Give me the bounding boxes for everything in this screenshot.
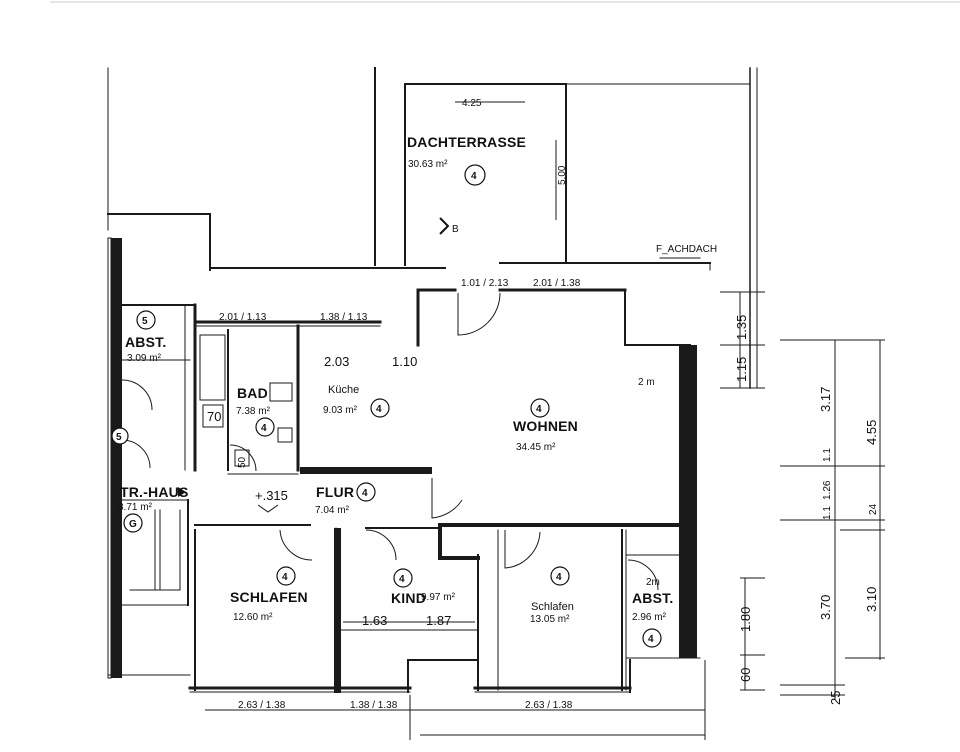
dim-370: 3.70 [818, 595, 833, 620]
level-circle-icon [276, 566, 296, 586]
room-level-kueche: 4 [376, 404, 382, 415]
room-level-bad: 4 [261, 423, 267, 434]
room-area-abst-left: 3.09 m² [127, 353, 162, 364]
room-name-dachterrasse: DACHTERRASSE [407, 134, 526, 150]
room-area-dachterrasse: 30.63 m² [408, 159, 448, 170]
dim-101-213: 1.01 / 2.13 [461, 278, 509, 289]
dim-126: 1.26 [822, 480, 833, 500]
room-area-schlafen-left: 12.60 m² [233, 612, 273, 623]
dim-180: 1.80 [738, 607, 753, 632]
room-name-kueche: Küche [328, 384, 359, 396]
level-circle-icon [136, 310, 156, 330]
room-name-abst-left: ABST. [125, 334, 166, 350]
room-name-abst-right: ABST. [632, 590, 673, 606]
dim-201-138-top: 2.01 / 1.38 [533, 278, 581, 289]
label-2m-wohnen: 2 m [638, 377, 655, 388]
dim-135: 1.35 [734, 315, 749, 340]
room-area-schlafen-right: 13.05 m² [530, 614, 570, 625]
walls [107, 67, 758, 693]
room-area-abst-right: 2.96 m² [632, 612, 667, 623]
room-level-abst-left: 5 [142, 316, 148, 327]
room-name-bad: BAD [237, 385, 268, 401]
room-name-schlafen-left: SCHLAFEN [230, 589, 308, 605]
room-area-kueche: 9.03 m² [323, 405, 358, 416]
room-level-flur: 4 [362, 488, 368, 499]
dim-455: 4.55 [864, 420, 879, 445]
room-area-bad: 7.38 m² [236, 406, 271, 417]
dim-163: 1.63 [362, 613, 387, 628]
dim-60: 60 [738, 668, 753, 682]
dim-25: 25 [828, 691, 843, 705]
room-area-flur: 7.04 m² [315, 505, 350, 516]
dim-115c: 1.1 [822, 506, 833, 520]
door-swings [121, 292, 659, 591]
dim-138-113: 1.38 / 1.13 [320, 312, 368, 323]
arrow-right-icon [178, 487, 186, 497]
room-level-abst-right: 4 [648, 634, 654, 645]
dim-70: 70 [207, 409, 221, 424]
room-level-treppenhaus: G [129, 519, 137, 530]
room-level2-treppenhaus: 5 [116, 432, 122, 443]
room-area-kind: 9.97 m² [421, 592, 456, 603]
dim-50: 50 [237, 456, 248, 468]
level-circle-icon [255, 417, 275, 437]
dim-24: 24 [868, 503, 879, 515]
level-circle-icon [356, 482, 376, 502]
room-level-wohnen: 4 [536, 404, 542, 415]
dim-263-138-right: 2.63 / 1.38 [525, 700, 573, 711]
dimension-lines [205, 101, 885, 740]
room-name-treppenhaus: TR.-HAUS [120, 484, 188, 500]
bath-fixtures [199, 334, 293, 467]
level-circle-icon [393, 568, 413, 588]
level-circle-icon [370, 398, 390, 418]
room-area-treppenhaus: 3.71 m² [118, 502, 153, 513]
label-2m-abst: 2m [646, 577, 660, 588]
dim-115: 1.15 [734, 357, 749, 382]
room-level-schlafen-left: 4 [282, 572, 288, 583]
flachdach-label: F_ACHDACH [656, 244, 717, 255]
dim-115b: 1.1 [822, 448, 833, 462]
level-circle-icon [123, 513, 143, 533]
dim-201-113: 2.01 / 1.13 [219, 312, 267, 323]
dim-310: 3.10 [864, 587, 879, 612]
arrow-down-icon [257, 504, 279, 513]
dim-203: 2.03 [324, 354, 349, 369]
dim-500: 5.00 [557, 165, 568, 185]
room-name-flur: FLUR [316, 484, 354, 500]
dim-110: 1.10 [392, 354, 417, 369]
dim-138-138: 1.38 / 1.38 [350, 700, 398, 711]
label-plus315: +.315 [255, 488, 288, 503]
room-area-wohnen: 34.45 m² [516, 442, 556, 453]
dim-425: 4.25 [462, 98, 482, 109]
dim-3175: 3.17 [818, 387, 833, 412]
level-circle-icon [111, 427, 129, 445]
room-level-kind: 4 [399, 574, 405, 585]
room-level-dachterrasse: 4 [471, 171, 477, 182]
dim-187: 1.87 [426, 613, 451, 628]
level-circle-icon [550, 566, 570, 586]
level-circle-icon [464, 164, 486, 186]
level-circle-icon [530, 398, 550, 418]
north-b-marker-icon [439, 217, 450, 235]
room-name-wohnen: WOHNEN [513, 418, 578, 434]
room-name-schlafen-right: Schlafen [531, 601, 574, 613]
level-circle-icon [642, 628, 662, 648]
b-marker: B [452, 224, 459, 235]
room-name-kind: KIND [391, 590, 426, 606]
dim-263-138-left: 2.63 / 1.38 [238, 700, 286, 711]
room-level-schlafen-right: 4 [556, 572, 562, 583]
